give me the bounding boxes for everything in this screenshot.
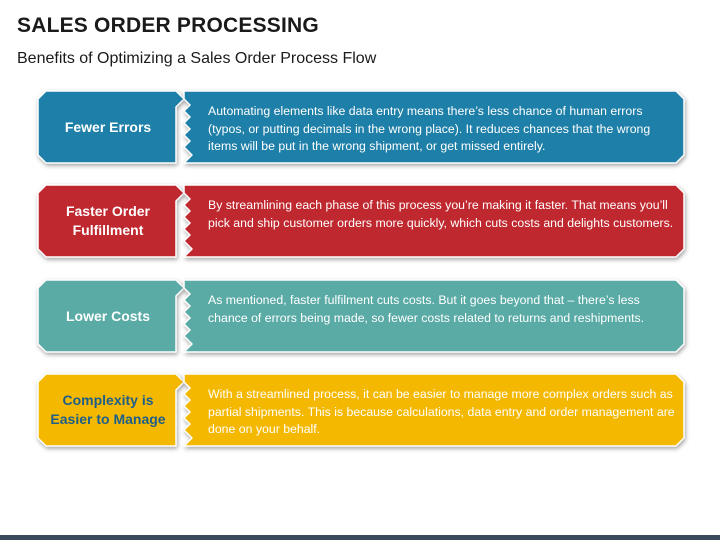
- benefit-description: With a streamlined process, it can be ea…: [208, 387, 675, 436]
- description-banner: [183, 184, 685, 258]
- label-chevron: [37, 373, 185, 447]
- row-shapes: [37, 373, 685, 447]
- row-shapes: [37, 184, 685, 258]
- benefit-row-lower-costs: Lower Costs As mentioned, faster fulfilm…: [0, 279, 720, 358]
- page-title: SALES ORDER PROCESSING: [17, 14, 319, 37]
- description-banner: [183, 90, 685, 164]
- page-subtitle: Benefits of Optimizing a Sales Order Pro…: [17, 50, 377, 67]
- label-chevron: [37, 279, 185, 353]
- benefit-row-faster-fulfillment: Faster Order Fulfillment By streamlining…: [0, 184, 720, 263]
- benefit-label: Complexity is Easier to Manage: [50, 392, 166, 427]
- description-banner: [183, 373, 685, 447]
- benefit-label: Faster Order Fulfillment: [65, 203, 151, 238]
- row-shapes: [37, 90, 685, 164]
- benefit-row-complexity: Complexity is Easier to Manage With a st…: [0, 373, 720, 452]
- description-banner: [183, 279, 685, 353]
- benefit-label: Fewer Errors: [64, 118, 152, 135]
- benefit-row-fewer-errors: Fewer Errors Automating elements like da…: [0, 90, 720, 169]
- benefit-description: By streamlining each phase of this proce…: [208, 198, 674, 230]
- label-chevron: [37, 90, 185, 164]
- benefit-description: As mentioned, faster fulfilment cuts cos…: [208, 293, 645, 325]
- footer-bar: [0, 535, 720, 540]
- benefit-description: Automating elements like data entry mean…: [208, 104, 651, 153]
- row-shapes: [37, 279, 685, 353]
- benefit-label: Lower Costs: [65, 307, 150, 324]
- label-chevron: [37, 184, 185, 258]
